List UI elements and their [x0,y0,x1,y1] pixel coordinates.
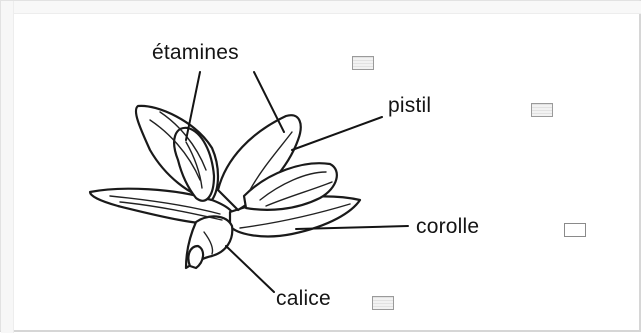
stamen-bundle [174,128,214,201]
label-calice: calice [276,288,331,309]
answer-box-etamines[interactable] [352,56,374,70]
leader-line-calice [226,246,274,292]
answer-box-corolle[interactable] [564,223,586,237]
answer-box-calice[interactable] [372,296,394,310]
label-etamines: étamines [152,42,239,63]
leader-line-etamines-right [254,72,284,132]
label-pistil: pistil [388,95,431,116]
leader-line-pistil [292,117,382,150]
stem [188,246,203,268]
answer-box-pistil[interactable] [531,103,553,117]
label-corolle: corolle [416,216,479,237]
